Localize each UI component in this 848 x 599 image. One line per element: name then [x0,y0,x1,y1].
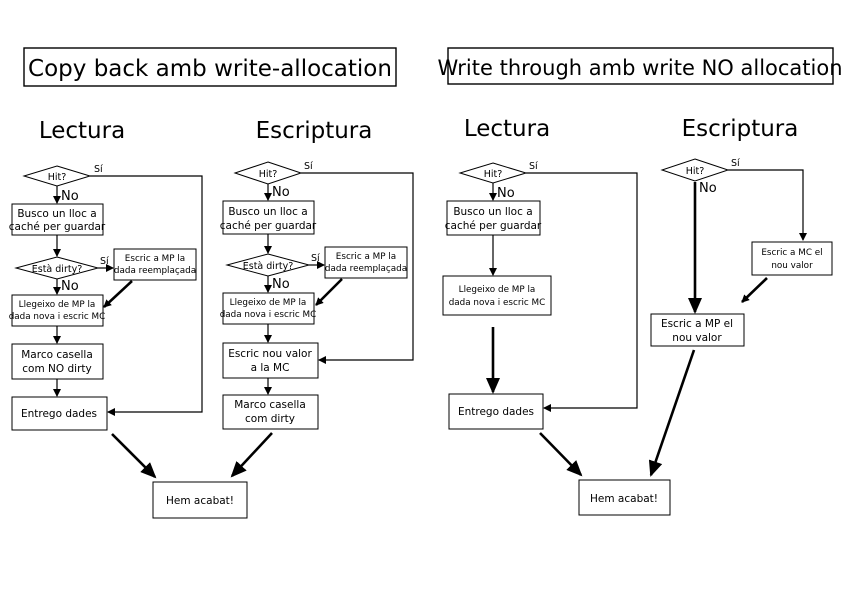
node-entrego-label: Entrego dades [458,406,534,418]
node-entrego [448,393,544,430]
cb-write-flow: Hit? Sí No Busco un lloc a caché per gua… [220,161,414,478]
node-escric-mp-reemplacada-line2: dada reemplaçada [114,266,196,276]
decision-dirty-label: Està dirty? [32,264,82,275]
node-hem-acabat [578,479,671,516]
node-llegeixo-line1: Llegeixo de MP la [230,298,307,308]
no-label: No [61,189,79,204]
node-llegeixo-line2: dada nova i escric MC [449,298,546,308]
no-label: No [272,277,290,292]
node-escric-nou-valor [222,342,319,379]
node-escric-mc-line1: Escric a MC el [761,248,822,258]
node-marco-dirty [222,394,319,430]
node-hem-acabat [152,481,248,519]
decision-hit [660,158,730,182]
node-escric-mp-line2: nou valor [672,332,722,344]
node-hem-acabat-label: Hem acabat! [166,495,234,507]
no-label: No [272,185,290,200]
title-box-copy-back: Copy back amb write-allocation [23,47,397,87]
node-busco [222,200,315,235]
node-escric-mc [751,241,833,276]
node-busco-line2: caché per guardar [220,220,317,232]
node-llegeixo-line1: Llegeixo de MP la [19,300,96,310]
node-entrego [11,396,108,431]
no-label: No [699,181,717,196]
heading-wt-escriptura: Escriptura [682,116,799,142]
yes-label: Sí [529,161,538,172]
node-llegeixo-line1: Llegeixo de MP la [459,285,536,295]
node-busco-line1: Busco un lloc a [453,206,532,218]
heading-wt-lectura: Lectura [464,116,550,142]
node-busco-line2: caché per guardar [445,220,542,232]
node-busco-line1: Busco un lloc a [17,208,96,220]
node-escric-mc-line2: nou valor [771,261,813,271]
node-marco-no-dirty-line2: com NO dirty [22,363,91,375]
node-llegeixo [11,294,104,327]
node-llegeixo [222,292,315,325]
node-entrego-label: Entrego dades [21,408,97,420]
wt-write-flow: Hit? Sí No Escric a MC el nou valor Escr… [648,158,833,477]
node-marco-no-dirty [11,343,104,380]
decision-hit-label: Hit? [259,169,278,180]
no-label: No [497,186,515,201]
node-busco-line2: caché per guardar [9,221,106,233]
node-escric-mp-reemplacada-line2: dada reemplaçada [325,264,407,274]
yes-label: Sí [304,161,313,172]
node-escric-mp-reemplacada [324,246,408,279]
node-escric-nou-valor-line2: a la MC [251,362,290,374]
node-escric-mp-reemplacada-line1: Escric a MP la [336,252,396,262]
yes-label: Sí [731,158,740,169]
node-busco [446,200,541,236]
node-escric-mp-reemplacada-line1: Escric a MP la [125,254,185,264]
heading-cb-lectura: Lectura [39,118,125,144]
yes-label: Sí [100,256,109,267]
node-escric-mp-reemplacada [113,248,197,281]
yes-label: Sí [94,164,103,175]
node-llegeixo [442,275,552,316]
title-copy-back: Copy back amb write-allocation [28,56,392,82]
node-busco-line1: Busco un lloc a [228,206,307,218]
heading-cb-escriptura: Escriptura [256,118,373,144]
cb-read-flow: Hit? Sí No Busco un lloc a caché per gua… [9,164,203,479]
decision-hit-label: Hit? [48,172,67,183]
decision-hit-label: Hit? [686,166,705,177]
no-label: No [61,279,79,294]
decision-hit-label: Hit? [484,169,503,180]
node-escric-mp [650,313,745,347]
node-marco-no-dirty-line1: Marco casella [21,349,93,361]
node-hem-acabat-label: Hem acabat! [590,493,658,505]
node-escric-nou-valor-line1: Escric nou valor [228,348,312,360]
decision-dirty-label: Està dirty? [243,261,293,272]
node-marco-dirty-line2: com dirty [245,413,295,425]
title-write-through: Write through amb write NO allocation [437,56,842,80]
node-llegeixo-line2: dada nova i escric MC [9,312,106,322]
yes-label: Sí [311,253,320,264]
node-llegeixo-line2: dada nova i escric MC [220,310,317,320]
title-box-write-through: Write through amb write NO allocation [437,47,843,85]
node-escric-mp-line1: Escric a MP el [661,318,733,330]
node-marco-dirty-line1: Marco casella [234,399,306,411]
wt-read-flow: Hit? Sí No Busco un lloc a caché per gua… [442,161,638,477]
